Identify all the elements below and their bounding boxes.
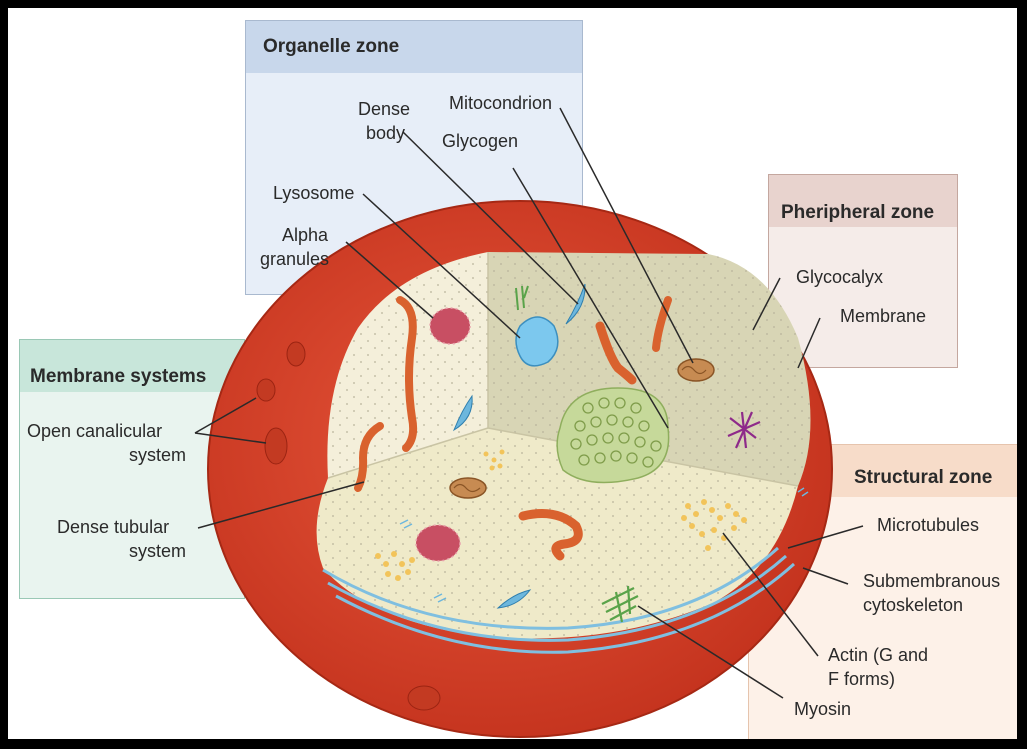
label-membrane: Membrane xyxy=(840,305,926,327)
label-actin-line1: Actin (G and xyxy=(828,644,928,666)
label-open-canalicular-line2: system xyxy=(129,444,186,466)
mitochondrion-2 xyxy=(450,478,486,498)
canalicular-pit-4 xyxy=(408,686,440,710)
canalicular-pit-2 xyxy=(257,379,275,401)
label-mitocondrion: Mitocondrion xyxy=(449,92,552,114)
label-dense-body-line2: body xyxy=(366,122,405,144)
label-actin-line2: F forms) xyxy=(828,668,895,690)
label-lysosome: Lysosome xyxy=(273,182,354,204)
label-alpha-line2: granules xyxy=(260,248,329,270)
canalicular-pit-3 xyxy=(265,428,287,464)
label-glycocalyx: Glycocalyx xyxy=(796,266,883,288)
diagram-frame: Organelle zone Pheripheral zone Membrane… xyxy=(6,6,1019,741)
lysosome xyxy=(516,317,558,366)
platelet-illustration xyxy=(8,8,1019,741)
label-dense-tubular-line2: system xyxy=(129,540,186,562)
mitochondrion-1 xyxy=(678,359,714,381)
label-alpha-line1: Alpha xyxy=(282,224,328,246)
label-submembranous-line2: cytoskeleton xyxy=(863,594,963,616)
label-glycogen: Glycogen xyxy=(442,130,518,152)
label-dense-tubular-line1: Dense tubular xyxy=(57,516,169,538)
canalicular-pit-1 xyxy=(287,342,305,366)
alpha-granule-1 xyxy=(430,308,470,344)
label-myosin: Myosin xyxy=(794,698,851,720)
label-submembranous-line1: Submembranous xyxy=(863,570,1000,592)
label-dense-body-line1: Dense xyxy=(358,98,410,120)
label-open-canalicular-line1: Open canalicular xyxy=(27,420,162,442)
label-microtubules: Microtubules xyxy=(877,514,979,536)
